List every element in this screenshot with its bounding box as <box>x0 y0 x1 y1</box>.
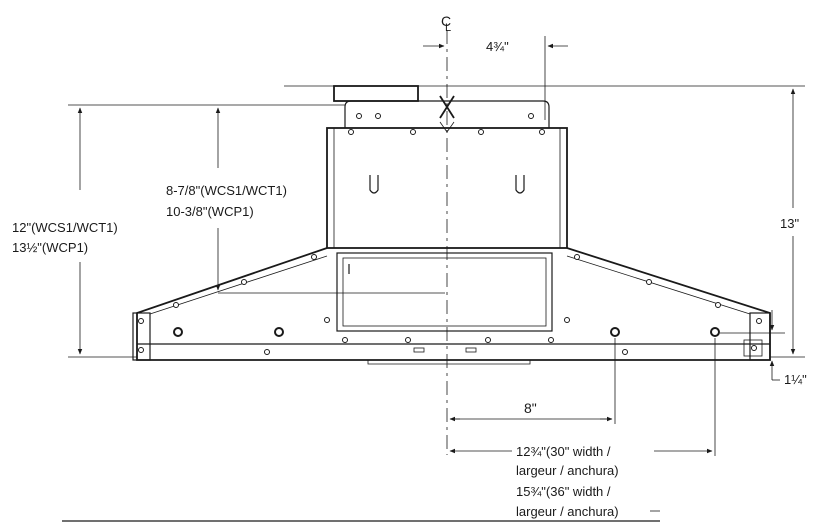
dim-bottom-right: 1¼" <box>720 310 807 387</box>
centerline: C L <box>441 13 451 455</box>
centerline-symbol-c: C <box>441 13 451 29</box>
dim-overall-height-line1: 12"(WCS1/WCT1) <box>12 220 118 235</box>
dim-wide-line2: largeur / anchura) <box>516 463 619 478</box>
dim-right-height: 13" <box>284 85 805 358</box>
dim-inner-height: 8-7/8"(WCS1/WCT1) 10-3/8"(WCP1) <box>166 107 445 294</box>
dim-inner-height-line1: 8-7/8"(WCS1/WCT1) <box>166 183 287 198</box>
dim-wide-line4: largeur / anchura) <box>516 504 619 519</box>
screws <box>138 113 762 355</box>
dim-horizontal-8: 8" <box>449 338 616 424</box>
dim-horizontal-8-label: 8" <box>524 400 537 416</box>
dim-top-offset: 4¾" <box>423 36 568 120</box>
centerline-symbol-l: L <box>445 22 451 34</box>
dim-wide-line3: 15¾"(36" width / <box>516 484 611 499</box>
dim-horizontal-wide: 12¾"(30" width / largeur / anchura) 15¾"… <box>449 338 716 519</box>
dim-bottom-right-label: 1¼" <box>784 372 807 387</box>
hood-outline <box>132 85 771 365</box>
dim-right-height-label: 13" <box>780 216 799 231</box>
dim-inner-height-line2: 10-3/8"(WCP1) <box>166 204 254 219</box>
dim-left-overall: 12"(WCS1/WCT1) 13½"(WCP1) <box>12 104 345 358</box>
dim-overall-height-line2: 13½"(WCP1) <box>12 240 88 255</box>
dim-wide-line1: 12¾"(30" width / <box>516 444 611 459</box>
dim-top-offset-label: 4¾" <box>486 39 509 54</box>
